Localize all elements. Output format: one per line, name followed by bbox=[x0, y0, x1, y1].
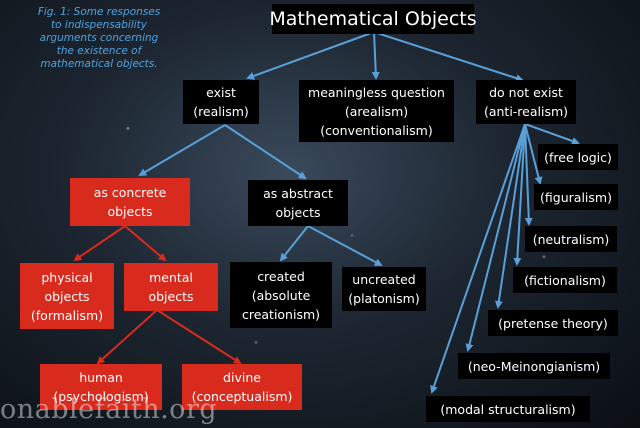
caption-line: to indispensability bbox=[51, 19, 147, 31]
edge-concrete-mental bbox=[124, 225, 167, 262]
caption-line: Fig. 1: Some responses bbox=[37, 6, 161, 18]
node-do-not-exist: do not exist (anti-realism) bbox=[476, 80, 576, 124]
node-divine-conceptualism: divine (conceptualism) bbox=[182, 364, 302, 410]
caption-line: mathematical objects. bbox=[40, 58, 158, 70]
node-neo-meinongianism: (neo-Meinongianism) bbox=[458, 353, 610, 379]
edge-root-exist bbox=[246, 31, 375, 80]
edge-abstract-created bbox=[279, 225, 309, 262]
node-human-psychologism: human (psychologism) bbox=[40, 364, 162, 410]
figure-caption: Fig. 1: Some responses to indispensabili… bbox=[14, 6, 184, 71]
edge-exist-abstract bbox=[224, 124, 307, 180]
node-modal-structuralism: (modal structuralism) bbox=[426, 396, 590, 422]
node-mathematical-objects: Mathematical Objects bbox=[269, 4, 477, 34]
edge-root-donotexist bbox=[373, 31, 524, 82]
edge-concrete-physical bbox=[73, 225, 126, 262]
edge-mental-human bbox=[96, 309, 158, 365]
node-meaningless-question: meaningless question (arealism) (convent… bbox=[299, 80, 454, 142]
edge-antirealism-pretense bbox=[494, 123, 526, 309]
edge-antirealism-neutralism bbox=[524, 123, 533, 226]
caption-line: the existence of bbox=[56, 45, 142, 57]
edge-antirealism-freelogic bbox=[524, 123, 580, 145]
node-fictionalism: (fictionalism) bbox=[513, 267, 617, 293]
edge-antirealism-neomeinong bbox=[465, 123, 526, 352]
node-neutralism: (neutralism) bbox=[525, 226, 617, 252]
node-exist-realism: exist (realism) bbox=[183, 80, 259, 124]
node-physical-objects: physical objects (formalism) bbox=[20, 263, 114, 329]
edge-mental-divine bbox=[156, 309, 242, 365]
node-abstract-objects: as abstract objects bbox=[248, 180, 348, 226]
edge-root-meaningless bbox=[371, 31, 380, 80]
edge-antirealism-fictionalism bbox=[513, 123, 526, 266]
site-watermark: onablefaith.org bbox=[0, 394, 218, 425]
edge-abstract-uncreated bbox=[307, 225, 383, 266]
node-free-logic: (free logic) bbox=[538, 144, 618, 170]
node-created-absolute-creationism: created (absolute creationism) bbox=[230, 262, 332, 328]
node-figuralism: (figuralism) bbox=[534, 184, 618, 210]
edge-antirealism-figuralism bbox=[524, 123, 543, 185]
edge-antirealism-modal bbox=[430, 123, 526, 394]
node-pretense-theory: (pretense theory) bbox=[488, 310, 618, 336]
node-concrete-objects: as concrete objects bbox=[70, 178, 190, 226]
edge-exist-concrete bbox=[138, 124, 226, 177]
node-uncreated-platonism: uncreated (platonism) bbox=[342, 267, 426, 311]
node-mental-objects: mental objects bbox=[124, 263, 218, 311]
caption-line: arguments concerning bbox=[39, 32, 159, 44]
